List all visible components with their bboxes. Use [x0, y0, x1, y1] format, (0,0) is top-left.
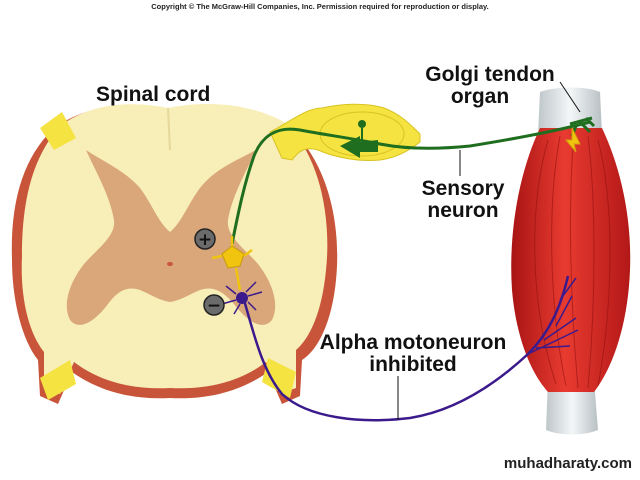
interneuron [211, 236, 253, 291]
muscle [511, 87, 631, 435]
sensory-axon [230, 120, 591, 245]
spinal-cord-section [11, 103, 338, 404]
excitatory-synapse-sign: + [194, 228, 216, 250]
sensory-cell-body [358, 120, 366, 128]
inhibitory-sign-text: − [207, 296, 221, 316]
sensory-neuron-label: Sensory neuron [408, 178, 518, 222]
copyright-notice: Copyright © The McGraw-Hill Companies, I… [151, 2, 489, 11]
motor-endplates [527, 277, 579, 355]
central-canal [167, 262, 173, 266]
ventral-root-right [262, 358, 296, 398]
sensory-label-line1: Sensory [421, 177, 505, 200]
impulse-arrow-icon [340, 136, 378, 158]
watermark: muhadharaty.com [503, 455, 632, 472]
tension-arrow-icon [564, 127, 581, 153]
sensory-label-line2: neuron [427, 199, 499, 222]
golgi-label-line2: organ [450, 85, 510, 108]
excitatory-sign-text: + [198, 230, 212, 250]
inhibitory-synapse-sign: − [203, 294, 225, 316]
alpha-label-line1: Alpha motoneuron [319, 331, 507, 354]
golgi-label-line1: Golgi tendon [425, 63, 555, 86]
spinal-cord-label: Spinal cord [96, 84, 210, 106]
motor-axon [242, 275, 570, 422]
golgi-tendon-organ-label: Golgi tendon organ [410, 64, 570, 108]
alpha-motoneuron-label: Alpha motoneuron inhibited [300, 332, 526, 376]
motoneuron-dendrites [221, 281, 263, 315]
ventral-root-left [40, 360, 76, 400]
sensory-neuron [230, 116, 596, 245]
dorsal-root-left [40, 112, 76, 150]
alpha-label-line2: inhibited [369, 353, 457, 376]
median-sulcus [167, 107, 171, 151]
tendon-bottom [546, 380, 598, 435]
dorsal-root [269, 103, 421, 161]
interneuron-body [221, 245, 245, 269]
alpha-motoneuron [221, 275, 579, 422]
golgi-tendon-organ [569, 116, 596, 137]
gray-matter [66, 150, 276, 325]
golgi-leader-line [559, 81, 581, 113]
spinal-cord-label-text: Spinal cord [96, 83, 211, 106]
motoneuron-soma [236, 292, 248, 304]
